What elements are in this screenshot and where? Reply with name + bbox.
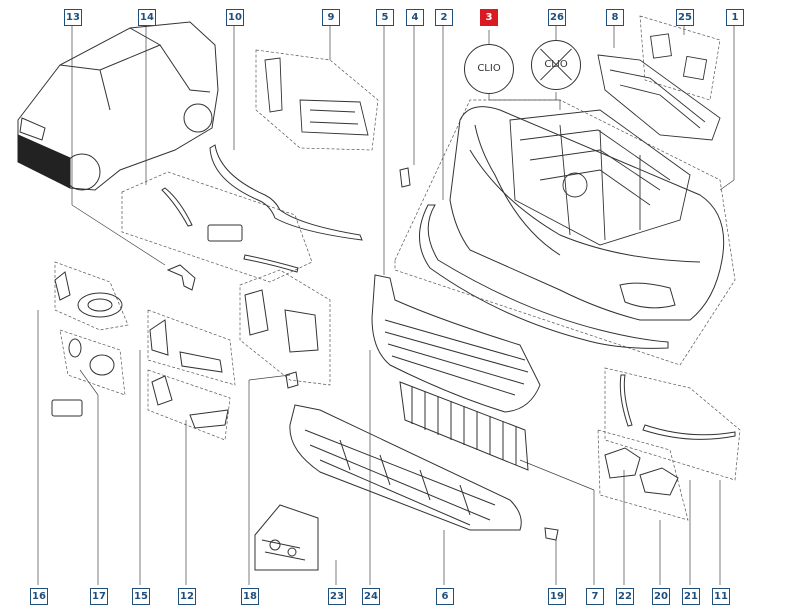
callout-17[interactable]: 17: [90, 588, 108, 605]
leader-lines: [37, 26, 735, 585]
callout-10[interactable]: 10: [226, 9, 244, 26]
callout-25[interactable]: 25: [676, 9, 694, 26]
callout-15[interactable]: 15: [132, 588, 150, 605]
upper-support: [597, 54, 721, 141]
side-trim: [619, 374, 736, 440]
callout-24[interactable]: 24: [362, 588, 380, 605]
clip-19: [544, 527, 559, 541]
callout-7[interactable]: 7: [586, 588, 604, 605]
callout-8[interactable]: 8: [606, 9, 624, 26]
air-shutter: [399, 381, 529, 471]
side-strips: [161, 187, 299, 273]
upper-trim: [209, 144, 363, 241]
grille-module: [509, 109, 691, 246]
callout-14[interactable]: 14: [138, 9, 156, 26]
callout-26[interactable]: 26: [548, 9, 566, 26]
clip-parts: [650, 33, 708, 81]
mounting-brackets: [244, 289, 319, 389]
callout-16[interactable]: 16: [30, 588, 48, 605]
callout-19[interactable]: 19: [548, 588, 566, 605]
park-sensors: [604, 447, 679, 496]
callout-12[interactable]: 12: [178, 588, 196, 605]
variant-clio-excluded-text: CLIO: [544, 59, 568, 70]
chrome-strip: [419, 204, 669, 349]
bracket-13: [166, 264, 196, 291]
callout-23[interactable]: 23: [328, 588, 346, 605]
callout-2[interactable]: 2: [435, 9, 453, 26]
callout-6[interactable]: 6: [436, 588, 454, 605]
callout-11[interactable]: 11: [712, 588, 730, 605]
callout-3[interactable]: 3: [480, 9, 498, 26]
engine-undertray: [289, 404, 522, 531]
callout-1[interactable]: 1: [726, 9, 744, 26]
callout-22[interactable]: 22: [616, 588, 634, 605]
clip-4: [399, 167, 411, 188]
fog-lamp-bezels: [51, 271, 123, 417]
callout-9[interactable]: 9: [322, 9, 340, 26]
bracket-assembly: [264, 57, 369, 136]
callout-5[interactable]: 5: [376, 9, 394, 26]
callout-20[interactable]: 20: [652, 588, 670, 605]
callout-13[interactable]: 13: [64, 9, 82, 26]
callout-21[interactable]: 21: [682, 588, 700, 605]
bumper-shell: [449, 106, 725, 321]
car-silhouette: [17, 21, 219, 191]
variant-clio-excluded-label: CLIO: [531, 40, 581, 90]
lower-grille: [371, 274, 541, 413]
hardware-kit: [254, 504, 319, 571]
side-grilles: [149, 319, 229, 429]
callout-18[interactable]: 18: [241, 588, 259, 605]
group-outlines: [54, 15, 741, 521]
variant-clio-label: CLIO: [464, 44, 514, 94]
callout-4[interactable]: 4: [406, 9, 424, 26]
